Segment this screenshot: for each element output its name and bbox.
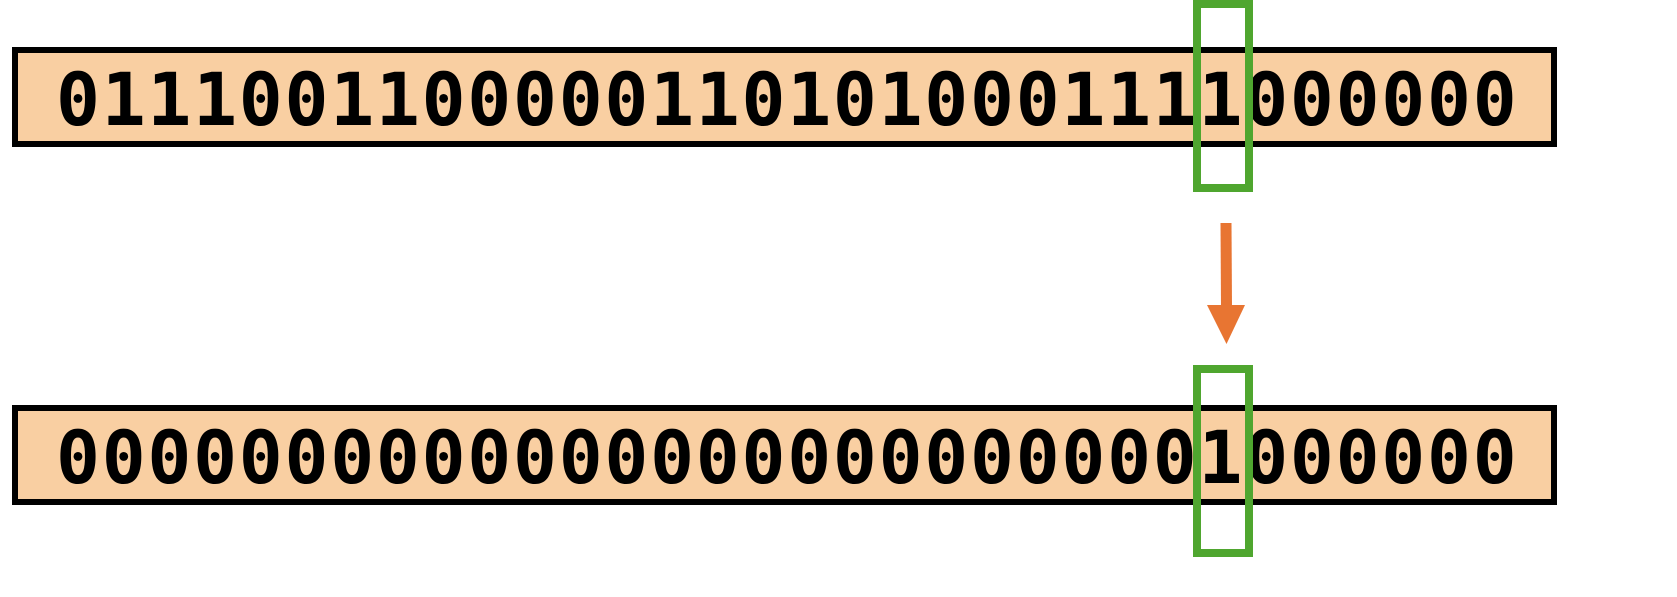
output-bit-string-box: 00000000000000000000000001000000 [12,405,1557,505]
highlight-box-output-bit [1193,365,1253,557]
arrow-head [1207,305,1245,344]
output-bit-string: 00000000000000000000000001000000 [56,416,1519,501]
input-bit-string: 01110011000001101010001111000000 [56,58,1519,143]
arrow-shaft [1220,222,1232,309]
highlight-box-input-bit [1193,0,1253,192]
input-bit-string-box: 01110011000001101010001111000000 [12,47,1557,147]
